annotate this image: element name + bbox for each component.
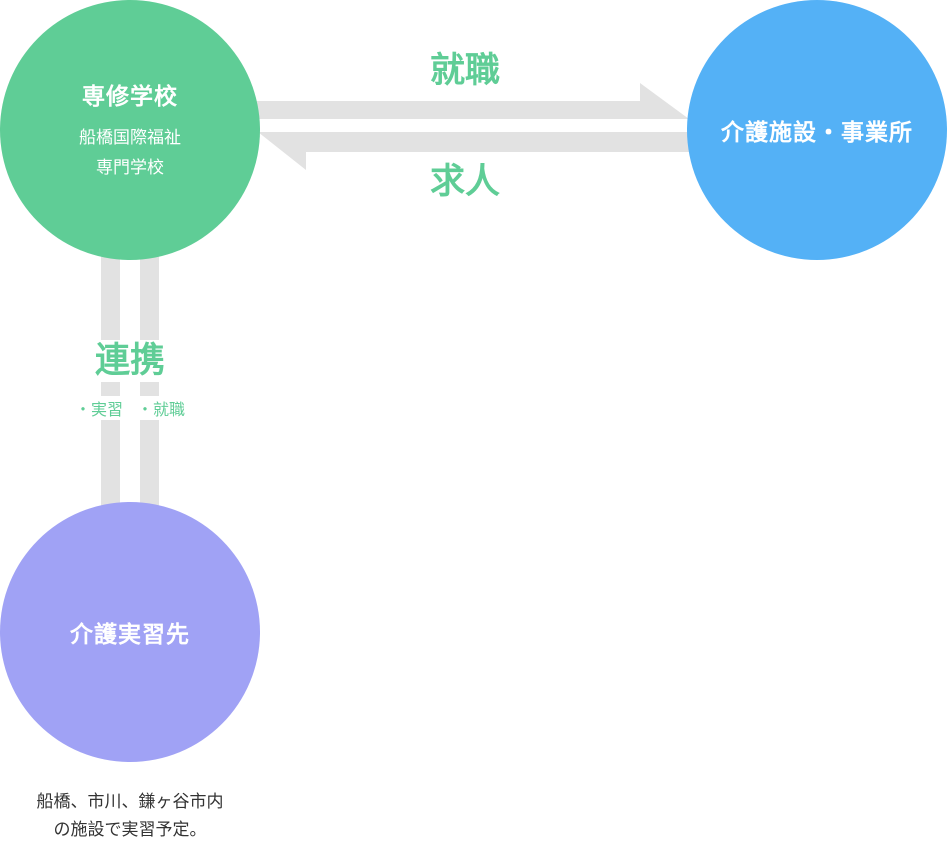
practice-node: 介護実習先 [0, 502, 260, 762]
cooperation-item: ・就職 [137, 400, 186, 419]
school-subtitle-line: 船橋国際福祉 [79, 128, 181, 148]
facility-title: 介護施設・事業所 [721, 120, 913, 146]
practice-title: 介護実習先 [70, 622, 190, 648]
employment-label: 就職 [429, 51, 500, 91]
practice-caption: 船橋、市川、鎌ヶ谷市内 の施設で実習予定。 [0, 788, 260, 844]
cooperation-item: ・実習 [74, 400, 123, 419]
school-subtitle: 船橋国際福祉 専門学校 [79, 123, 181, 183]
recruitment-arrow [258, 132, 697, 170]
employment-arrow [250, 83, 689, 119]
school-node: 専修学校 船橋国際福祉 専門学校 [0, 0, 260, 260]
cooperation-label: 連携 [70, 340, 190, 382]
caption-line: の施設で実習予定。 [53, 820, 207, 840]
facility-node: 介護施設・事業所 [687, 0, 947, 260]
school-title: 専修学校 [82, 84, 178, 110]
caption-line: 船橋、市川、鎌ヶ谷市内 [36, 792, 224, 812]
recruitment-label: 求人 [429, 162, 500, 202]
cooperation-items: ・実習 ・就職 [55, 396, 205, 420]
school-subtitle-line: 専門学校 [96, 158, 164, 178]
